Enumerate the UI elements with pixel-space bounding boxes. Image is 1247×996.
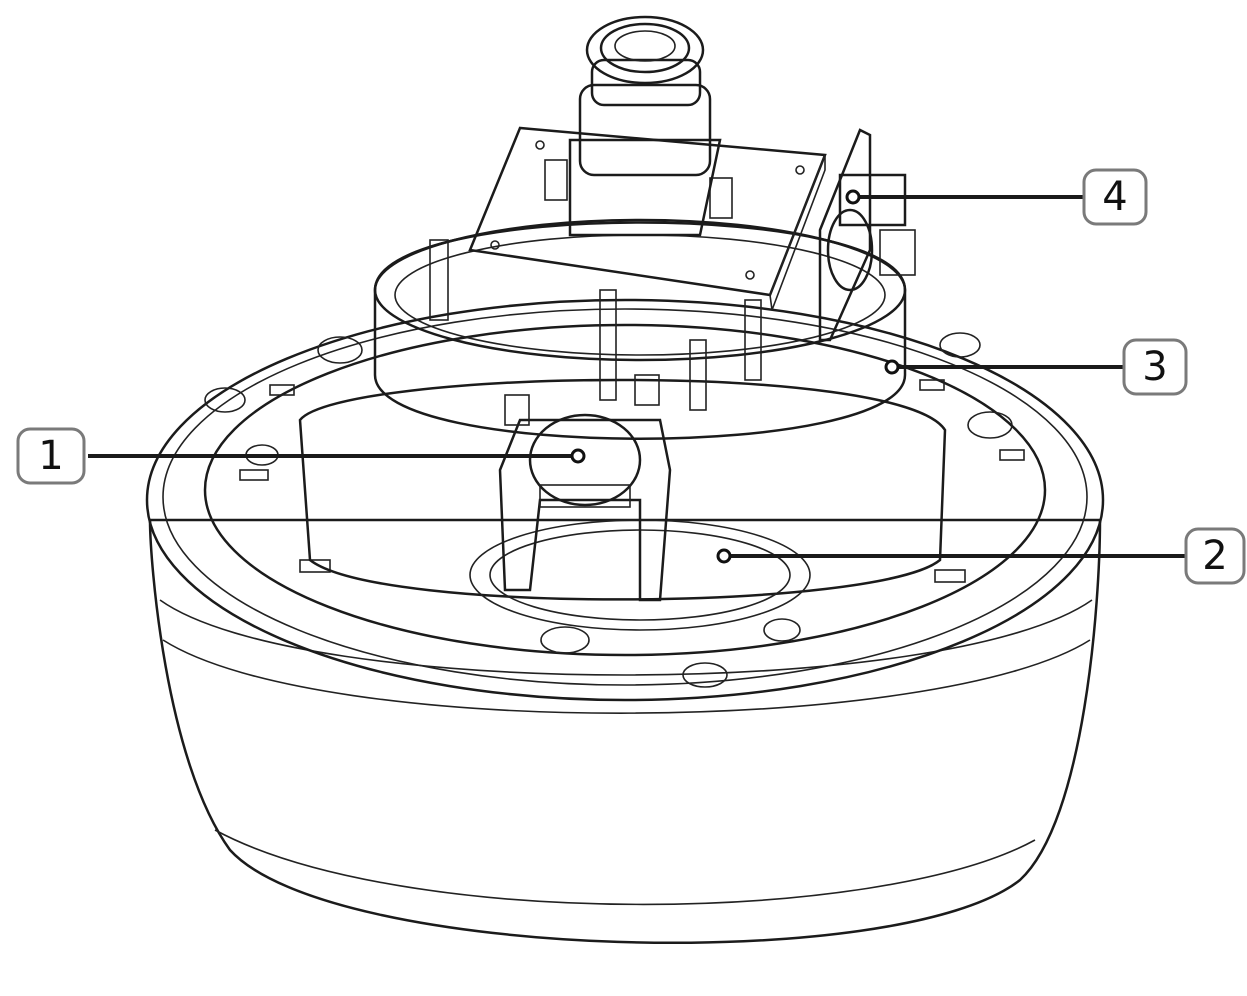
callout-2-label: 2 [1202,533,1227,579]
callout-1-dot [570,448,586,464]
callout-3-dot [884,359,900,375]
callout-4-dot [845,189,861,205]
callout-1: 1 [16,427,586,485]
callout-1-box [16,427,86,485]
callout-3-box [1122,338,1188,396]
callout-4-label: 4 [1102,174,1127,220]
callout-3-label: 3 [1142,344,1167,390]
tilt-bracket [498,413,672,602]
lens-module [568,15,722,237]
callout-2-dot [716,548,732,564]
callout-2: 2 [716,527,1246,585]
side-board [818,128,916,342]
callout-4: 4 [845,168,1148,226]
callout-3: 3 [884,338,1188,396]
inner-ring [373,218,907,440]
callout-4-box [1082,168,1148,226]
housing-body [148,518,1102,945]
callout-2-box [1184,527,1246,585]
camera-board [468,126,827,311]
callout-1-label: 1 [38,433,63,479]
